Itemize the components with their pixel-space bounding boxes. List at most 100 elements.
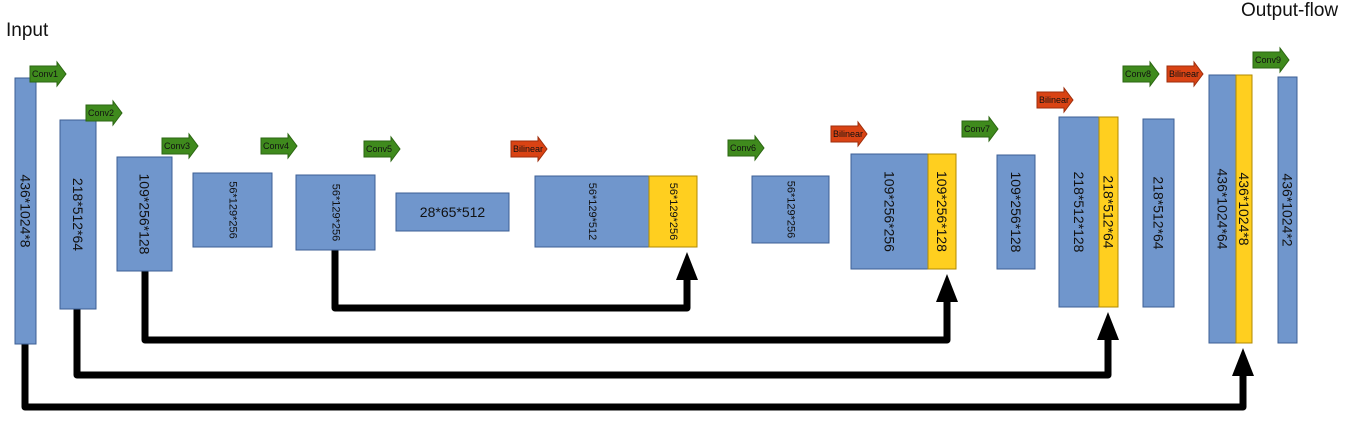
bil1-arrow-icon: Bilinear xyxy=(510,135,548,163)
connection-line xyxy=(331,246,691,312)
block-label: 436*1024*2 xyxy=(1280,173,1296,246)
arrowhead xyxy=(936,274,958,302)
op-label: Conv5 xyxy=(366,144,392,154)
block-label: 56*129*512 xyxy=(586,183,598,241)
connection-line xyxy=(141,267,951,344)
feature-block-b13: 218*512*128 xyxy=(1058,116,1100,308)
op-label: Conv9 xyxy=(1255,55,1281,65)
feature-block-b12: 109*256*128 xyxy=(996,154,1036,270)
skip-feature-block-b11: 109*256*128 xyxy=(927,153,957,270)
block-label: 109*256*256 xyxy=(882,171,898,252)
feature-block-b2: 218*512*64 xyxy=(59,119,97,310)
block-label: 436*1024*8 xyxy=(18,174,34,247)
op-label: Conv4 xyxy=(263,141,289,151)
block-rect xyxy=(996,154,1036,270)
block-rect xyxy=(192,172,273,248)
block-label: 56*129*256 xyxy=(227,181,239,239)
block-rect xyxy=(295,174,376,251)
feature-block-b15: 218*512*64 xyxy=(1142,118,1175,308)
arrow-shape xyxy=(1122,60,1160,88)
conv6-arrow-icon: Conv6 xyxy=(727,134,765,162)
skip-connection-b1-to-b17 xyxy=(21,340,1254,411)
block-rect xyxy=(1142,118,1175,308)
arrow-shape xyxy=(1252,46,1290,74)
bil3-arrow-icon: Bilinear xyxy=(1036,86,1074,114)
block-rect xyxy=(14,77,37,345)
block-label: 56*129*256 xyxy=(330,184,342,242)
arrowhead xyxy=(676,252,698,280)
op-label: Bilinear xyxy=(833,129,863,139)
conv3-arrow-icon: Conv3 xyxy=(161,132,199,160)
op-label: Conv8 xyxy=(1125,69,1151,79)
conv2-arrow-icon: Conv2 xyxy=(85,99,123,127)
feature-block-b6: 28*65*512 xyxy=(395,192,510,232)
conv4-arrow-icon: Conv4 xyxy=(260,132,298,160)
block-label: 109*256*128 xyxy=(1008,172,1024,253)
op-label: Conv6 xyxy=(730,143,756,153)
conv5-arrow-icon: Conv5 xyxy=(363,135,401,163)
block-label: 218*512*128 xyxy=(1071,172,1087,253)
bil2-arrow-icon: Bilinear xyxy=(830,120,868,148)
arrow-shape xyxy=(260,132,298,160)
block-rect xyxy=(927,153,957,270)
feature-block-b5: 56*129*256 xyxy=(295,174,376,251)
skip-connection-b3-to-b11 xyxy=(141,267,958,344)
arrowhead xyxy=(1097,312,1119,340)
arrow-shape xyxy=(29,60,67,88)
op-label: Conv7 xyxy=(964,124,990,134)
arrow-shape xyxy=(161,132,199,160)
feature-block-b9: 56*129*256 xyxy=(751,175,830,244)
conv9-arrow-icon: Conv9 xyxy=(1252,46,1290,74)
arrow-shape xyxy=(830,120,868,148)
block-label: 218*512*64 xyxy=(70,178,86,251)
arrow-shape xyxy=(85,99,123,127)
op-label: Bilinear xyxy=(513,144,543,154)
block-label: 56*129*256 xyxy=(785,181,797,239)
block-label: 109*256*128 xyxy=(137,174,153,255)
block-rect xyxy=(1208,74,1237,344)
conv8-arrow-icon: Conv8 xyxy=(1122,60,1160,88)
arrowhead xyxy=(1232,348,1254,376)
block-label: 218*512*64 xyxy=(1101,175,1117,248)
feature-block-b1: 436*1024*8 xyxy=(14,77,37,345)
feature-block-b7: 56*129*512 xyxy=(534,175,650,248)
block-rect xyxy=(395,192,510,232)
skip-connection-b2-to-b14 xyxy=(73,305,1119,379)
arrow-shape xyxy=(1036,86,1074,114)
feature-block-b16: 436*1024*64 xyxy=(1208,74,1237,344)
block-label: 436*1024*8 xyxy=(1236,172,1252,245)
block-rect xyxy=(1277,76,1298,344)
block-rect xyxy=(751,175,830,244)
conv7-arrow-icon: Conv7 xyxy=(961,115,999,143)
arrow-shape xyxy=(961,115,999,143)
op-label: Bilinear xyxy=(1169,69,1199,79)
feature-block-b18: 436*1024*2 xyxy=(1277,76,1298,344)
feature-block-b3: 109*256*128 xyxy=(116,156,173,272)
arrow-shape xyxy=(1166,60,1204,88)
connection-line xyxy=(73,305,1112,379)
block-rect xyxy=(534,175,650,248)
op-label: Conv2 xyxy=(88,108,114,118)
block-label: 218*512*64 xyxy=(1151,176,1167,249)
block-label: 436*1024*64 xyxy=(1215,169,1231,250)
skip-connection-b5-to-b8 xyxy=(331,246,698,312)
skip-feature-block-b8: 56*129*256 xyxy=(648,175,698,248)
feature-block-b10: 109*256*256 xyxy=(850,153,929,270)
connection-line xyxy=(21,340,1247,411)
block-rect xyxy=(648,175,698,248)
input-label: Input xyxy=(6,20,49,41)
skip-feature-block-b17: 436*1024*8 xyxy=(1235,74,1253,344)
skip-feature-block-b14: 218*512*64 xyxy=(1098,116,1119,308)
block-rect xyxy=(1058,116,1100,308)
block-rect xyxy=(59,119,97,310)
block-label: 109*256*128 xyxy=(934,171,950,252)
op-label: Conv1 xyxy=(32,69,58,79)
block-label: 28*65*512 xyxy=(420,204,486,220)
arrow-shape xyxy=(510,135,548,163)
arrow-shape xyxy=(727,134,765,162)
arrow-shape xyxy=(363,135,401,163)
conv1-arrow-icon: Conv1 xyxy=(29,60,67,88)
block-rect xyxy=(116,156,173,272)
feature-block-b4: 56*129*256 xyxy=(192,172,273,248)
